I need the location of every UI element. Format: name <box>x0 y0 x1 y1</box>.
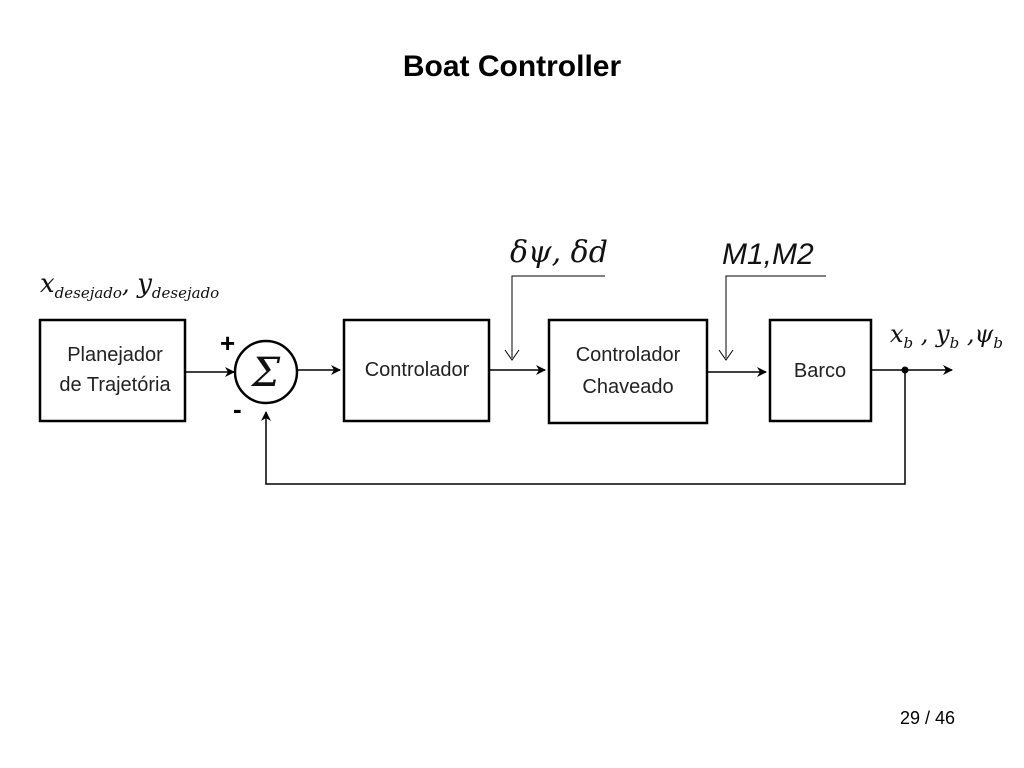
page-number: 29 / 46 <box>900 708 956 728</box>
switched-controller-line2: Chaveado <box>582 376 673 398</box>
output-psi-subscript: b <box>993 334 1003 352</box>
planner-block: Planejador de Trajetória <box>38 318 187 423</box>
switched-controller-line1: Controlador <box>576 344 681 366</box>
plus-sign: + <box>220 328 235 358</box>
motors-signal-label: M1,M2 <box>718 238 826 361</box>
output-y-var: y <box>935 320 950 348</box>
output-x-subscript: b <box>904 334 914 352</box>
planner-label-line2: de Trajetória <box>59 374 171 396</box>
output-signal-label: xb , yb ,ψb <box>890 320 1003 352</box>
motors-signal-text: M1,M2 <box>722 238 814 271</box>
planner-label-line1: Planejador <box>67 344 163 366</box>
output-x-var: x <box>890 320 904 348</box>
output-y-subscript: b <box>950 334 960 352</box>
summing-junction: Σ + - <box>220 328 299 424</box>
boat-block: Barco <box>768 318 873 423</box>
delta-signal-label: δψ, δd <box>504 235 608 361</box>
slide-title: Boat Controller <box>402 50 622 83</box>
input-y-var: y <box>136 269 152 299</box>
controller-label: Controlador <box>365 359 470 381</box>
minus-sign: - <box>233 394 242 424</box>
switched-controller-block: Controlador Chaveado <box>547 318 709 425</box>
sigma-symbol: Σ <box>250 350 281 396</box>
feedback-path <box>261 370 906 485</box>
input-x-var: x <box>40 269 55 299</box>
svg-text:xb , yb ,ψb: xb , yb ,ψb <box>890 320 1003 352</box>
delta-signal-text: δψ, δd <box>510 235 608 270</box>
output-psi-var: ψ <box>974 320 994 348</box>
svg-text:xdesejado, ydesejado: xdesejado, ydesejado <box>40 269 219 302</box>
controller-block: Controlador <box>342 318 491 423</box>
input-x-subscript: desejado <box>55 284 122 302</box>
boat-label: Barco <box>794 360 846 382</box>
input-signal-label: xdesejado, ydesejado <box>40 269 219 302</box>
input-y-subscript: desejado <box>152 284 219 302</box>
